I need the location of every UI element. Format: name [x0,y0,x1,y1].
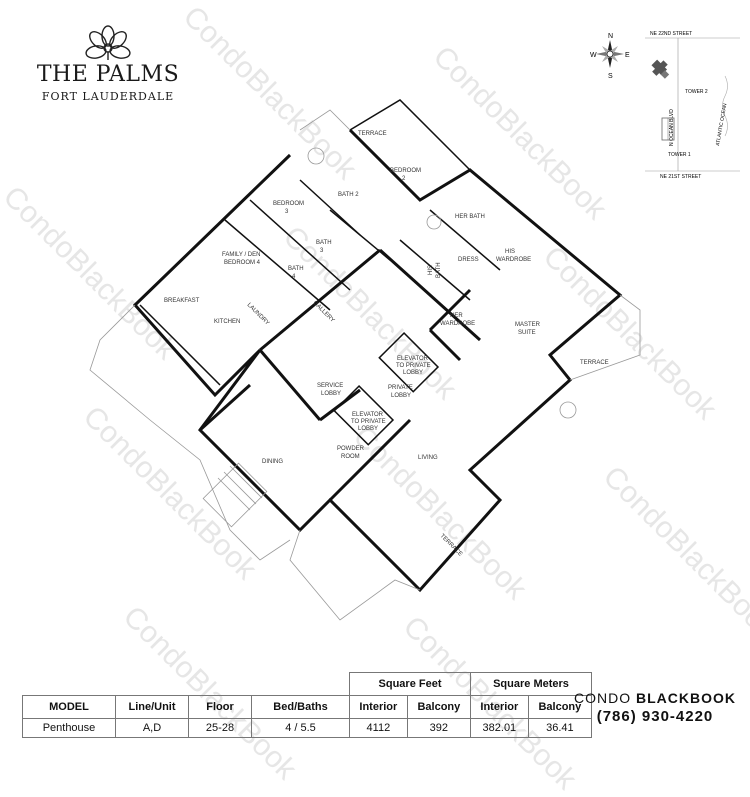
room-terrace-right: TERRACE [580,360,609,366]
tower-1-label: TOWER 1 [668,152,691,158]
brand-block: CONDO BLACKBOOK (786) 930-4220 [570,690,740,725]
room-terrace-top: TERRACE [358,131,387,137]
col-sqft-balcony: Balcony [406,695,472,719]
room-breakfast: BREAKFAST [164,298,200,304]
room-bath-4: BATH [288,266,304,272]
room-bath-3: BATH [316,240,332,246]
compass-s: S [608,73,613,80]
room-living: LIVING [418,455,438,461]
spec-table: Square Feet Square Meters MODEL Line/Uni… [22,672,593,738]
cell-sqm-interior: 382.01 [470,718,529,738]
palm-logo-icon [85,25,131,60]
room-bedroom-4: BEDROOM 4 [224,260,261,266]
room-bedroom-2: BEDROOM [390,168,421,174]
room-his-wardrobe-b: WARDROBE [496,257,531,263]
room-dining: DINING [262,459,283,465]
col-sqm-interior: Interior [470,695,529,719]
table-row: Penthouse A,D 25-28 4 / 5.5 4112 392 382… [22,718,593,738]
cell-model: Penthouse [22,718,116,738]
col-sqft-interior: Interior [349,695,408,719]
room-bath-4-num: 4 [292,274,296,280]
room-his-bath: HIS [428,265,434,275]
room-elevator-2-c: LOBBY [358,426,378,432]
header-square-feet: Square Feet [349,672,471,696]
room-her-bath: HER BATH [455,214,485,220]
col-line-unit: Line/Unit [115,695,189,719]
cell-sqm-balcony: 36.41 [527,718,593,738]
header-square-meters: Square Meters [470,672,592,696]
brand-name-b: BLACKBOOK [636,690,736,706]
brand-name-a: CONDO [574,690,636,706]
room-service-lobby-b: LOBBY [321,391,341,397]
street-ocean-blvd: N OCEAN BLVD [669,109,675,146]
room-bath-2: BATH 2 [338,192,359,198]
room-family-den: FAMILY / DEN [222,252,260,258]
room-dress: DRESS [458,257,479,263]
site-map: NE 22ND STREET NE 21ST STREET TOWER 2 TO… [645,31,740,180]
street-ne22: NE 22ND STREET [650,31,692,37]
cell-floor: 25-28 [188,718,252,738]
room-elevator-1: ELEVATOR [397,356,429,362]
room-service-lobby: SERVICE [317,383,343,389]
page-subtitle: FORT LAUDERDALE [41,90,175,103]
room-his-bath-b: BATH [436,262,442,278]
col-model: MODEL [22,695,116,719]
compass-e: E [625,52,630,59]
cell-line-unit: A,D [115,718,189,738]
cell-bed-baths: 4 / 5.5 [251,718,350,738]
compass-icon: N E S W [590,33,630,80]
compass-n: N [608,33,613,40]
room-his-wardrobe: HIS [505,249,515,255]
page-title: THE PALMS [36,62,180,87]
floor-plan: TERRACE BEDROOM 2 BATH 2 BEDROOM 3 BATH … [89,99,641,621]
room-kitchen: KITCHEN [214,319,240,325]
cell-sqft-balcony: 392 [406,718,472,738]
cell-sqft-interior: 4112 [349,718,408,738]
room-elevator-1-b: TO PRIVATE [396,363,431,369]
room-laundry: LAUNDRY [246,302,270,326]
street-ne21: NE 21ST STREET [660,174,701,180]
room-elevator-1-c: LOBBY [403,370,423,376]
room-bedroom-3: BEDROOM [273,201,304,207]
tower-2-label: TOWER 2 [685,89,708,95]
room-her-wardrobe-b: WARDROBE [440,321,475,327]
room-master-suite-b: SUITE [518,330,536,336]
room-elevator-2: ELEVATOR [352,412,384,418]
compass-w: W [590,52,597,59]
room-bedroom-2-num: 2 [402,176,406,182]
col-bed-baths: Bed/Baths [251,695,350,719]
room-elevator-2-b: TO PRIVATE [351,419,386,425]
room-bedroom-3-num: 3 [285,209,289,215]
room-private-lobby-b: LOBBY [391,393,411,399]
room-her-wardrobe: HER [450,313,463,319]
room-private-lobby: PRIVATE [388,385,413,391]
room-powder-room-b: ROOM [341,454,360,460]
brand-phone: (786) 930-4220 [596,708,714,725]
brand-name: CONDO BLACKBOOK [570,690,740,706]
room-master-suite: MASTER [515,322,541,328]
room-powder-room: POWDER [337,446,365,452]
col-floor: Floor [188,695,252,719]
room-bath-3-num: 3 [320,248,324,254]
